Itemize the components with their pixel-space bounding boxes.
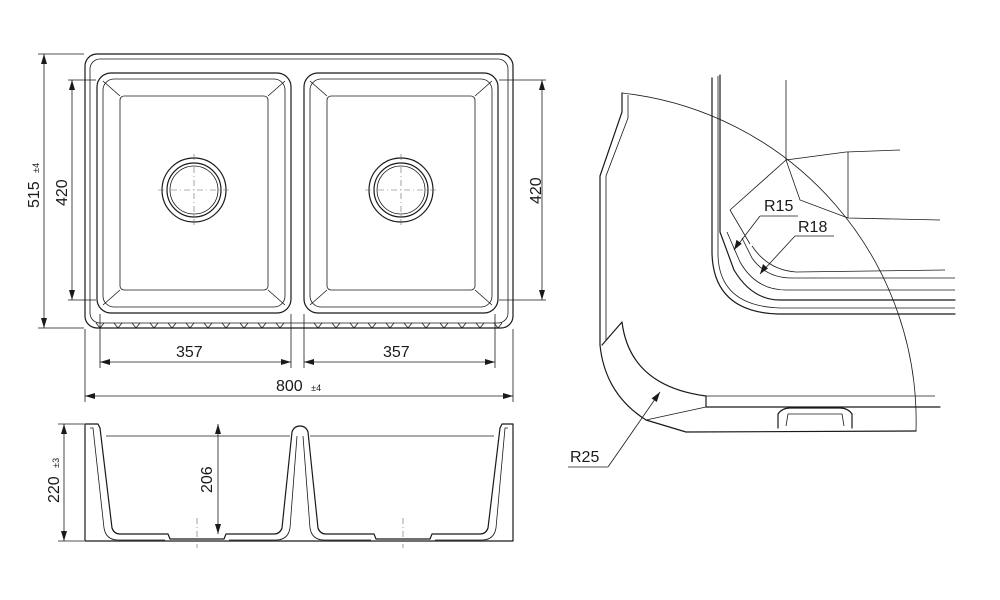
dim-206: 206 [199,424,221,534]
dim-420-right-value: 420 [528,177,545,204]
dim-420-left: 420 [54,79,96,301]
r15-label: R15 [764,198,793,215]
radius-r15: R15 [733,198,798,251]
dim-800-value: 800 [276,378,303,395]
dim-220: 220 ±3 [46,423,84,542]
r18-label: R18 [798,219,827,236]
dim-800: 800 ±4 [84,329,514,402]
detail-boundary [621,92,917,432]
dim-220-tol: ±3 [51,458,61,468]
dim-357-left: 357 [99,314,292,368]
front-notches [95,322,503,329]
dim-800-tol: ±4 [311,383,321,393]
detail-view [599,74,956,433]
dim-515-value: 515 [26,181,43,208]
dim-420-left-value: 420 [54,179,71,206]
dim-515: 515 ±4 [26,53,84,329]
svg-text:800 ±4: 800 ±4 [276,378,321,395]
radius-r25: R25 [568,391,661,468]
left-bowl [96,72,292,314]
dim-206-value: 206 [199,466,216,493]
radius-r18: R18 [759,219,834,275]
svg-text:515 ±4: 515 ±4 [26,163,43,208]
dim-357-right-value: 357 [383,344,410,361]
top-view [84,53,514,329]
right-drain [365,154,437,226]
dim-220-value: 220 [46,476,63,503]
section-view [84,423,514,548]
dim-420-right: 420 [499,79,546,301]
right-bowl [303,72,499,314]
dim-515-tol: ±4 [31,163,41,173]
r25-label: R25 [570,449,599,466]
dim-357-right: 357 [303,314,496,368]
svg-text:220 ±3: 220 ±3 [46,458,63,503]
left-drain [158,154,230,226]
dim-357-left-value: 357 [176,344,203,361]
